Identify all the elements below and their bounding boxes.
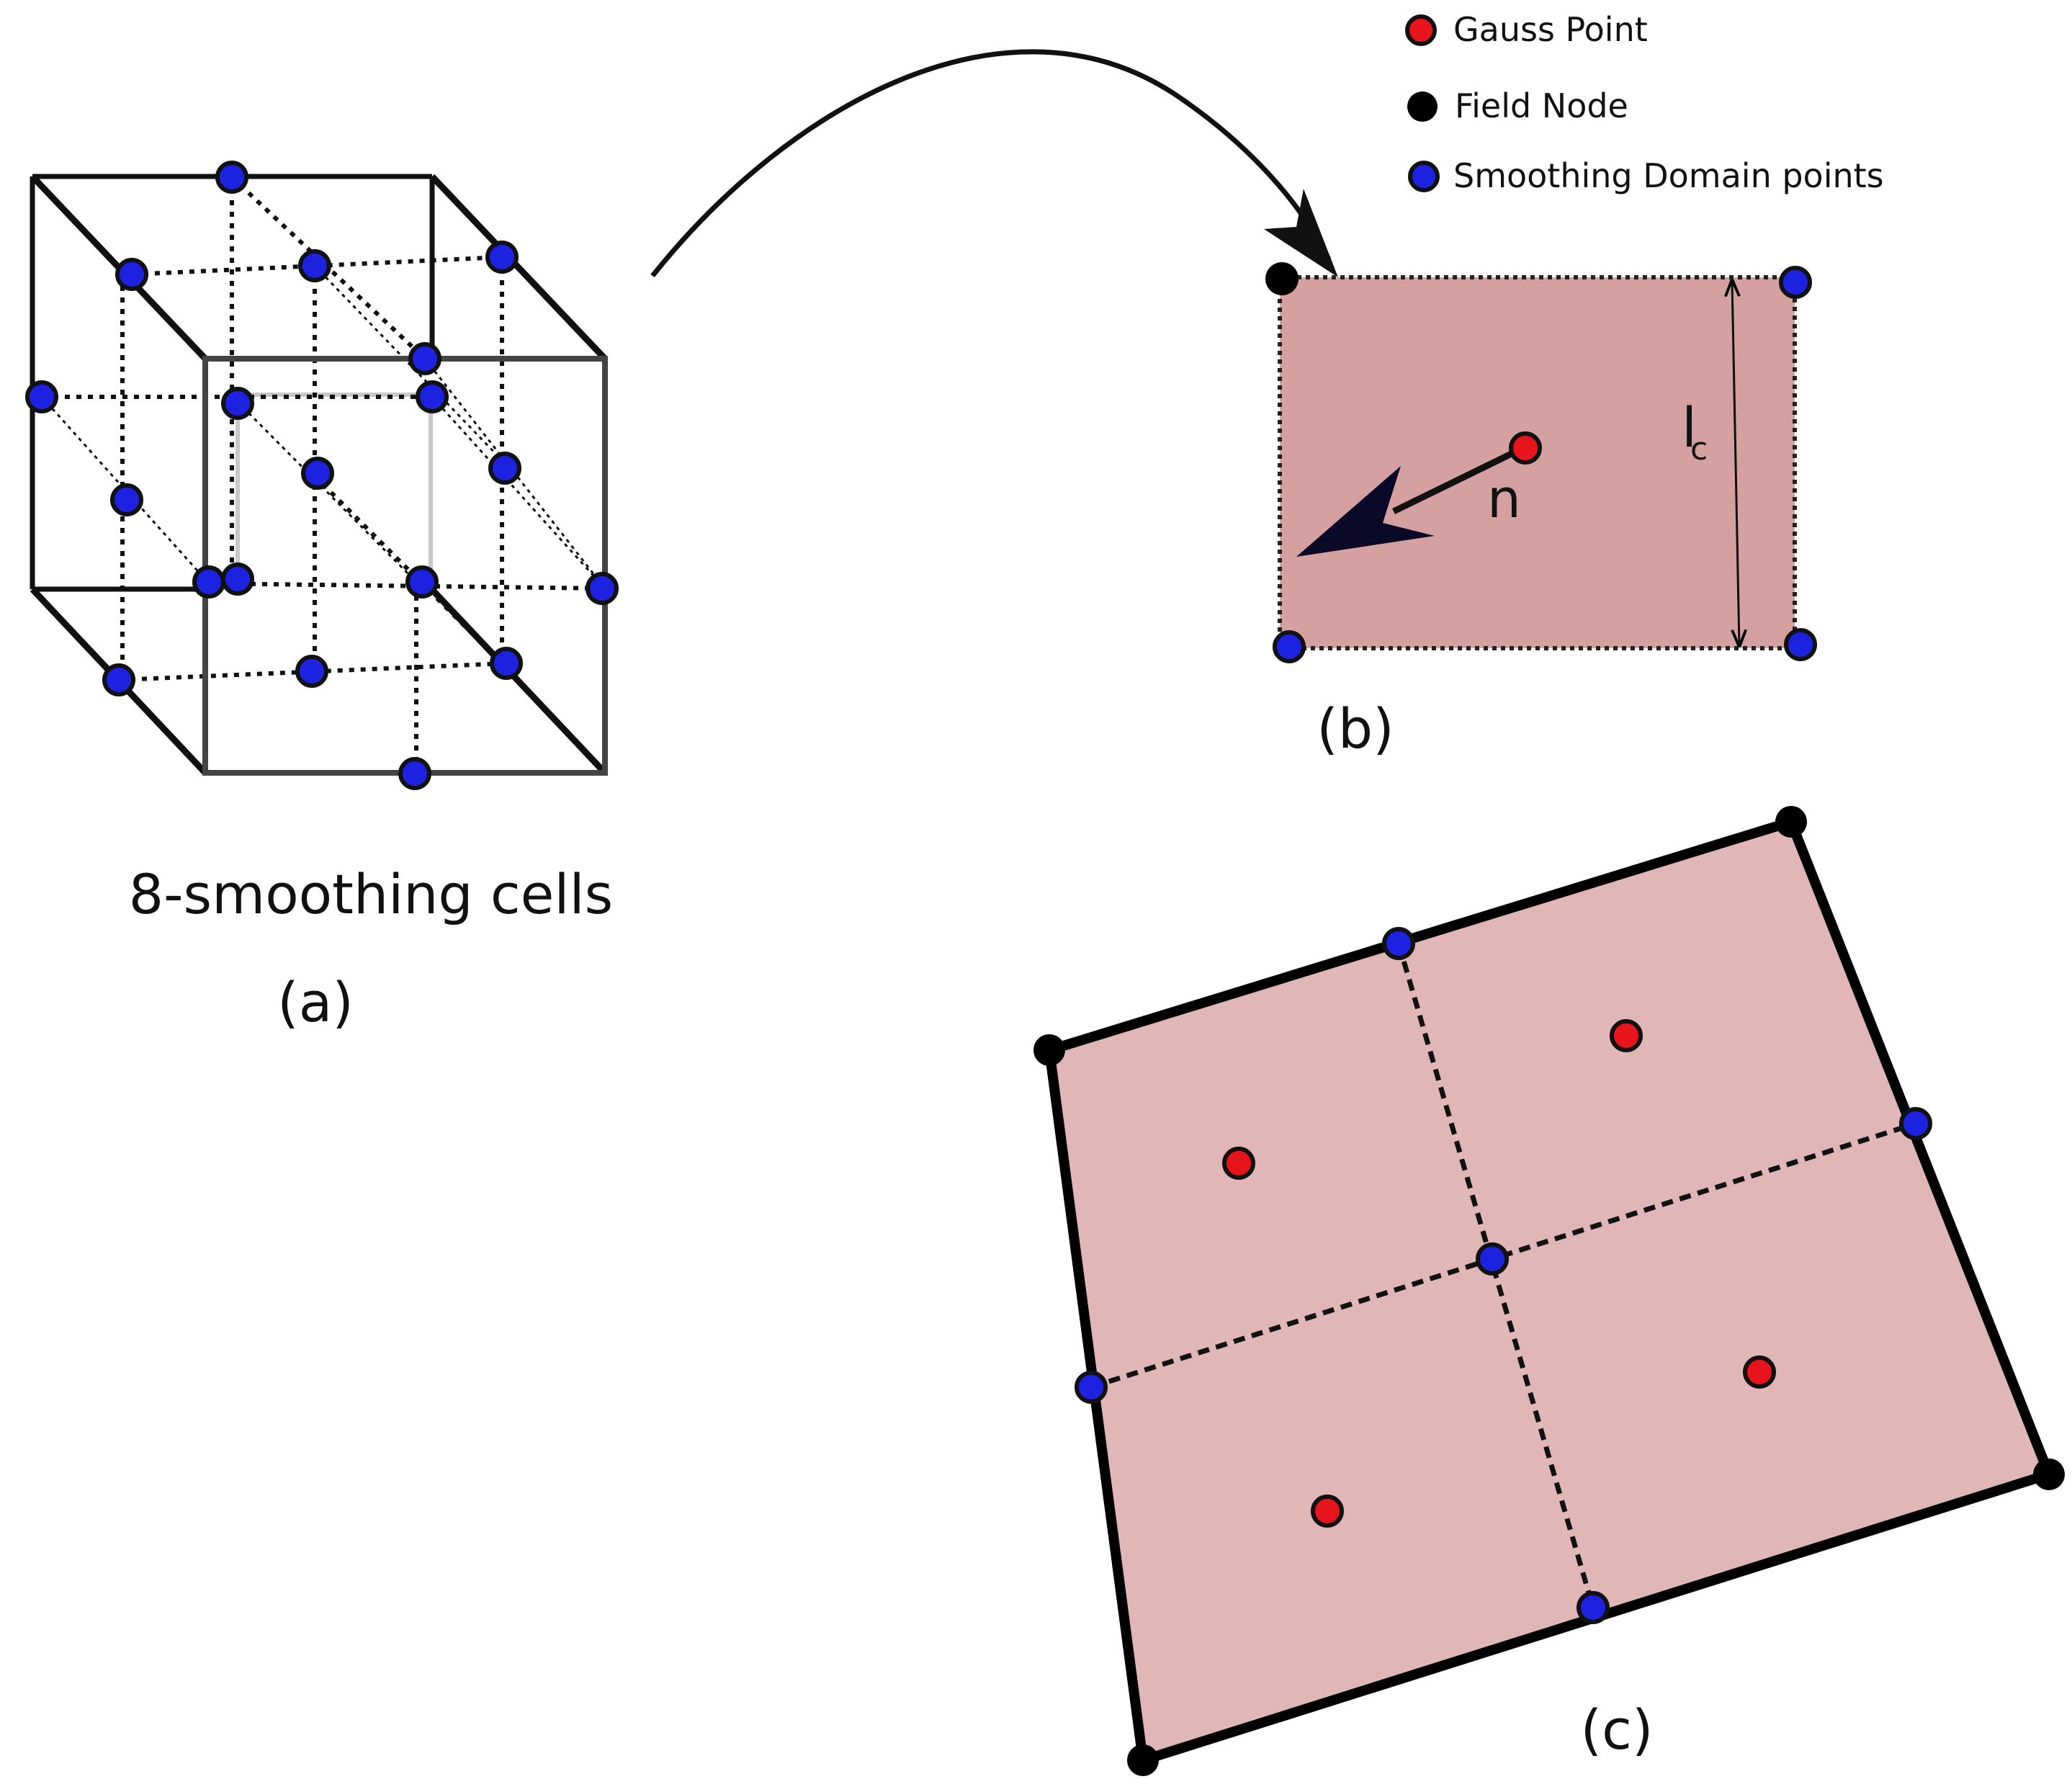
gauss-point <box>1222 1147 1255 1180</box>
quad-element <box>1044 817 2054 1765</box>
field-node-icon <box>1407 91 1438 122</box>
gauss-point <box>1311 1495 1344 1528</box>
smoothing-point <box>1382 927 1415 960</box>
legend: Gauss Point Field Node Smoothing Domain … <box>1405 10 1884 195</box>
smoothing-point <box>192 565 225 599</box>
curved-arrow <box>650 49 1338 278</box>
smoothing-point <box>221 563 254 596</box>
legend-label: Smoothing Domain points <box>1453 156 1884 195</box>
smoothing-point <box>1075 1371 1108 1404</box>
panel-a-cube <box>25 161 619 790</box>
smoothing-point <box>221 387 254 420</box>
smoothing-point <box>586 572 619 605</box>
smoothing-cell <box>1278 275 1797 650</box>
smoothing-point <box>25 380 58 413</box>
normal-vector-head <box>1296 466 1435 557</box>
gauss-point <box>1509 431 1542 465</box>
curved-arrow-head <box>1264 189 1338 277</box>
panel-b-cell: l c n <box>1265 262 1817 663</box>
smoothing-point <box>1779 266 1812 299</box>
smoothing-point <box>298 249 331 282</box>
legend-label: Field Node <box>1455 86 1628 125</box>
smoothing-point <box>405 565 439 599</box>
smoothing-point <box>301 457 334 490</box>
panel-a-tag: (a) <box>277 970 354 1034</box>
smoothing-point <box>488 452 521 485</box>
panel-c-element <box>1033 806 2065 1776</box>
smoothing-point <box>485 241 519 274</box>
smoothing-point <box>102 663 135 696</box>
field-node <box>1775 806 1807 838</box>
field-node <box>1127 1744 1159 1776</box>
length-subscript: c <box>1690 431 1708 467</box>
legend-item-gauss-point: Gauss Point <box>1405 10 1648 49</box>
cube-smoothing-points <box>25 161 619 790</box>
panel-b-tag: (b) <box>1317 696 1394 761</box>
smoothing-point <box>1899 1107 1932 1140</box>
legend-label: Gauss Point <box>1453 10 1648 49</box>
smoothing-point <box>408 342 441 375</box>
smoothing-point <box>1577 1591 1610 1624</box>
smoothing-point <box>295 655 328 688</box>
length-label: l <box>1682 395 1697 460</box>
gauss-point <box>1610 1019 1643 1052</box>
element-smoothing-points <box>1075 927 1932 1624</box>
panel-a-caption: 8-smoothing cells <box>129 862 613 926</box>
gauss-point-icon <box>1405 14 1437 46</box>
panel-c-tag: (c) <box>1580 1698 1653 1762</box>
smoothing-point <box>1476 1242 1509 1276</box>
smoothing-point-icon <box>1408 161 1440 192</box>
normal-vector-shaft <box>1392 444 1525 515</box>
smoothing-point <box>1273 630 1306 663</box>
gauss-point <box>1743 1355 1776 1389</box>
smoothing-point <box>110 483 143 516</box>
legend-item-field-node: Field Node <box>1407 86 1628 125</box>
smoothing-point <box>115 258 148 291</box>
field-node <box>2033 1458 2065 1490</box>
normal-label: n <box>1487 468 1521 530</box>
legend-item-smoothing-points: Smoothing Domain points <box>1408 156 1884 195</box>
smoothing-point <box>416 380 449 413</box>
length-dimension-line <box>1732 281 1739 645</box>
element-gauss-points <box>1222 1019 1776 1528</box>
smoothing-point <box>398 757 431 790</box>
cube-hidden-edges <box>236 393 433 583</box>
smoothing-point <box>1784 628 1817 661</box>
smoothing-point <box>490 647 523 680</box>
smoothing-point <box>215 161 248 194</box>
cube-internal-fine-dots <box>40 264 606 590</box>
field-node <box>1265 262 1299 295</box>
field-node <box>1033 1034 1065 1066</box>
